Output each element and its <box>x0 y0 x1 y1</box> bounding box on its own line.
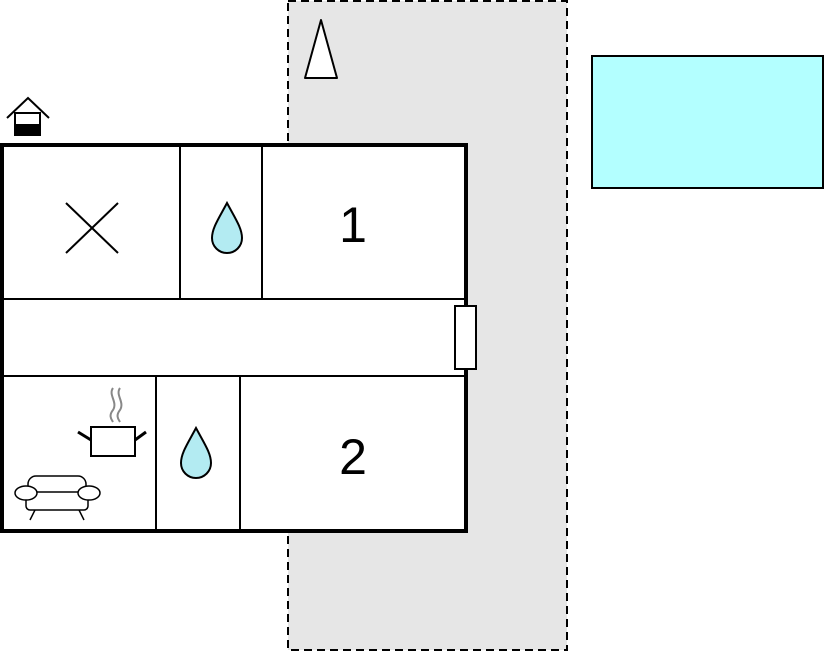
north-arrow-icon <box>304 19 338 79</box>
armchair-icon <box>14 475 101 521</box>
cross-mark-icon <box>65 202 119 254</box>
bedroom-2-label: 2 <box>339 429 367 485</box>
house-icon <box>6 96 50 136</box>
house-floor <box>0 143 468 533</box>
door-icon <box>454 305 477 370</box>
bedroom-1-label: 1 <box>339 197 367 253</box>
water-drop-icon <box>210 200 244 254</box>
cooking-pot-icon <box>77 387 147 457</box>
water-drop-icon <box>179 425 213 479</box>
swimming-pool <box>591 55 824 189</box>
interior-walls <box>2 145 466 531</box>
